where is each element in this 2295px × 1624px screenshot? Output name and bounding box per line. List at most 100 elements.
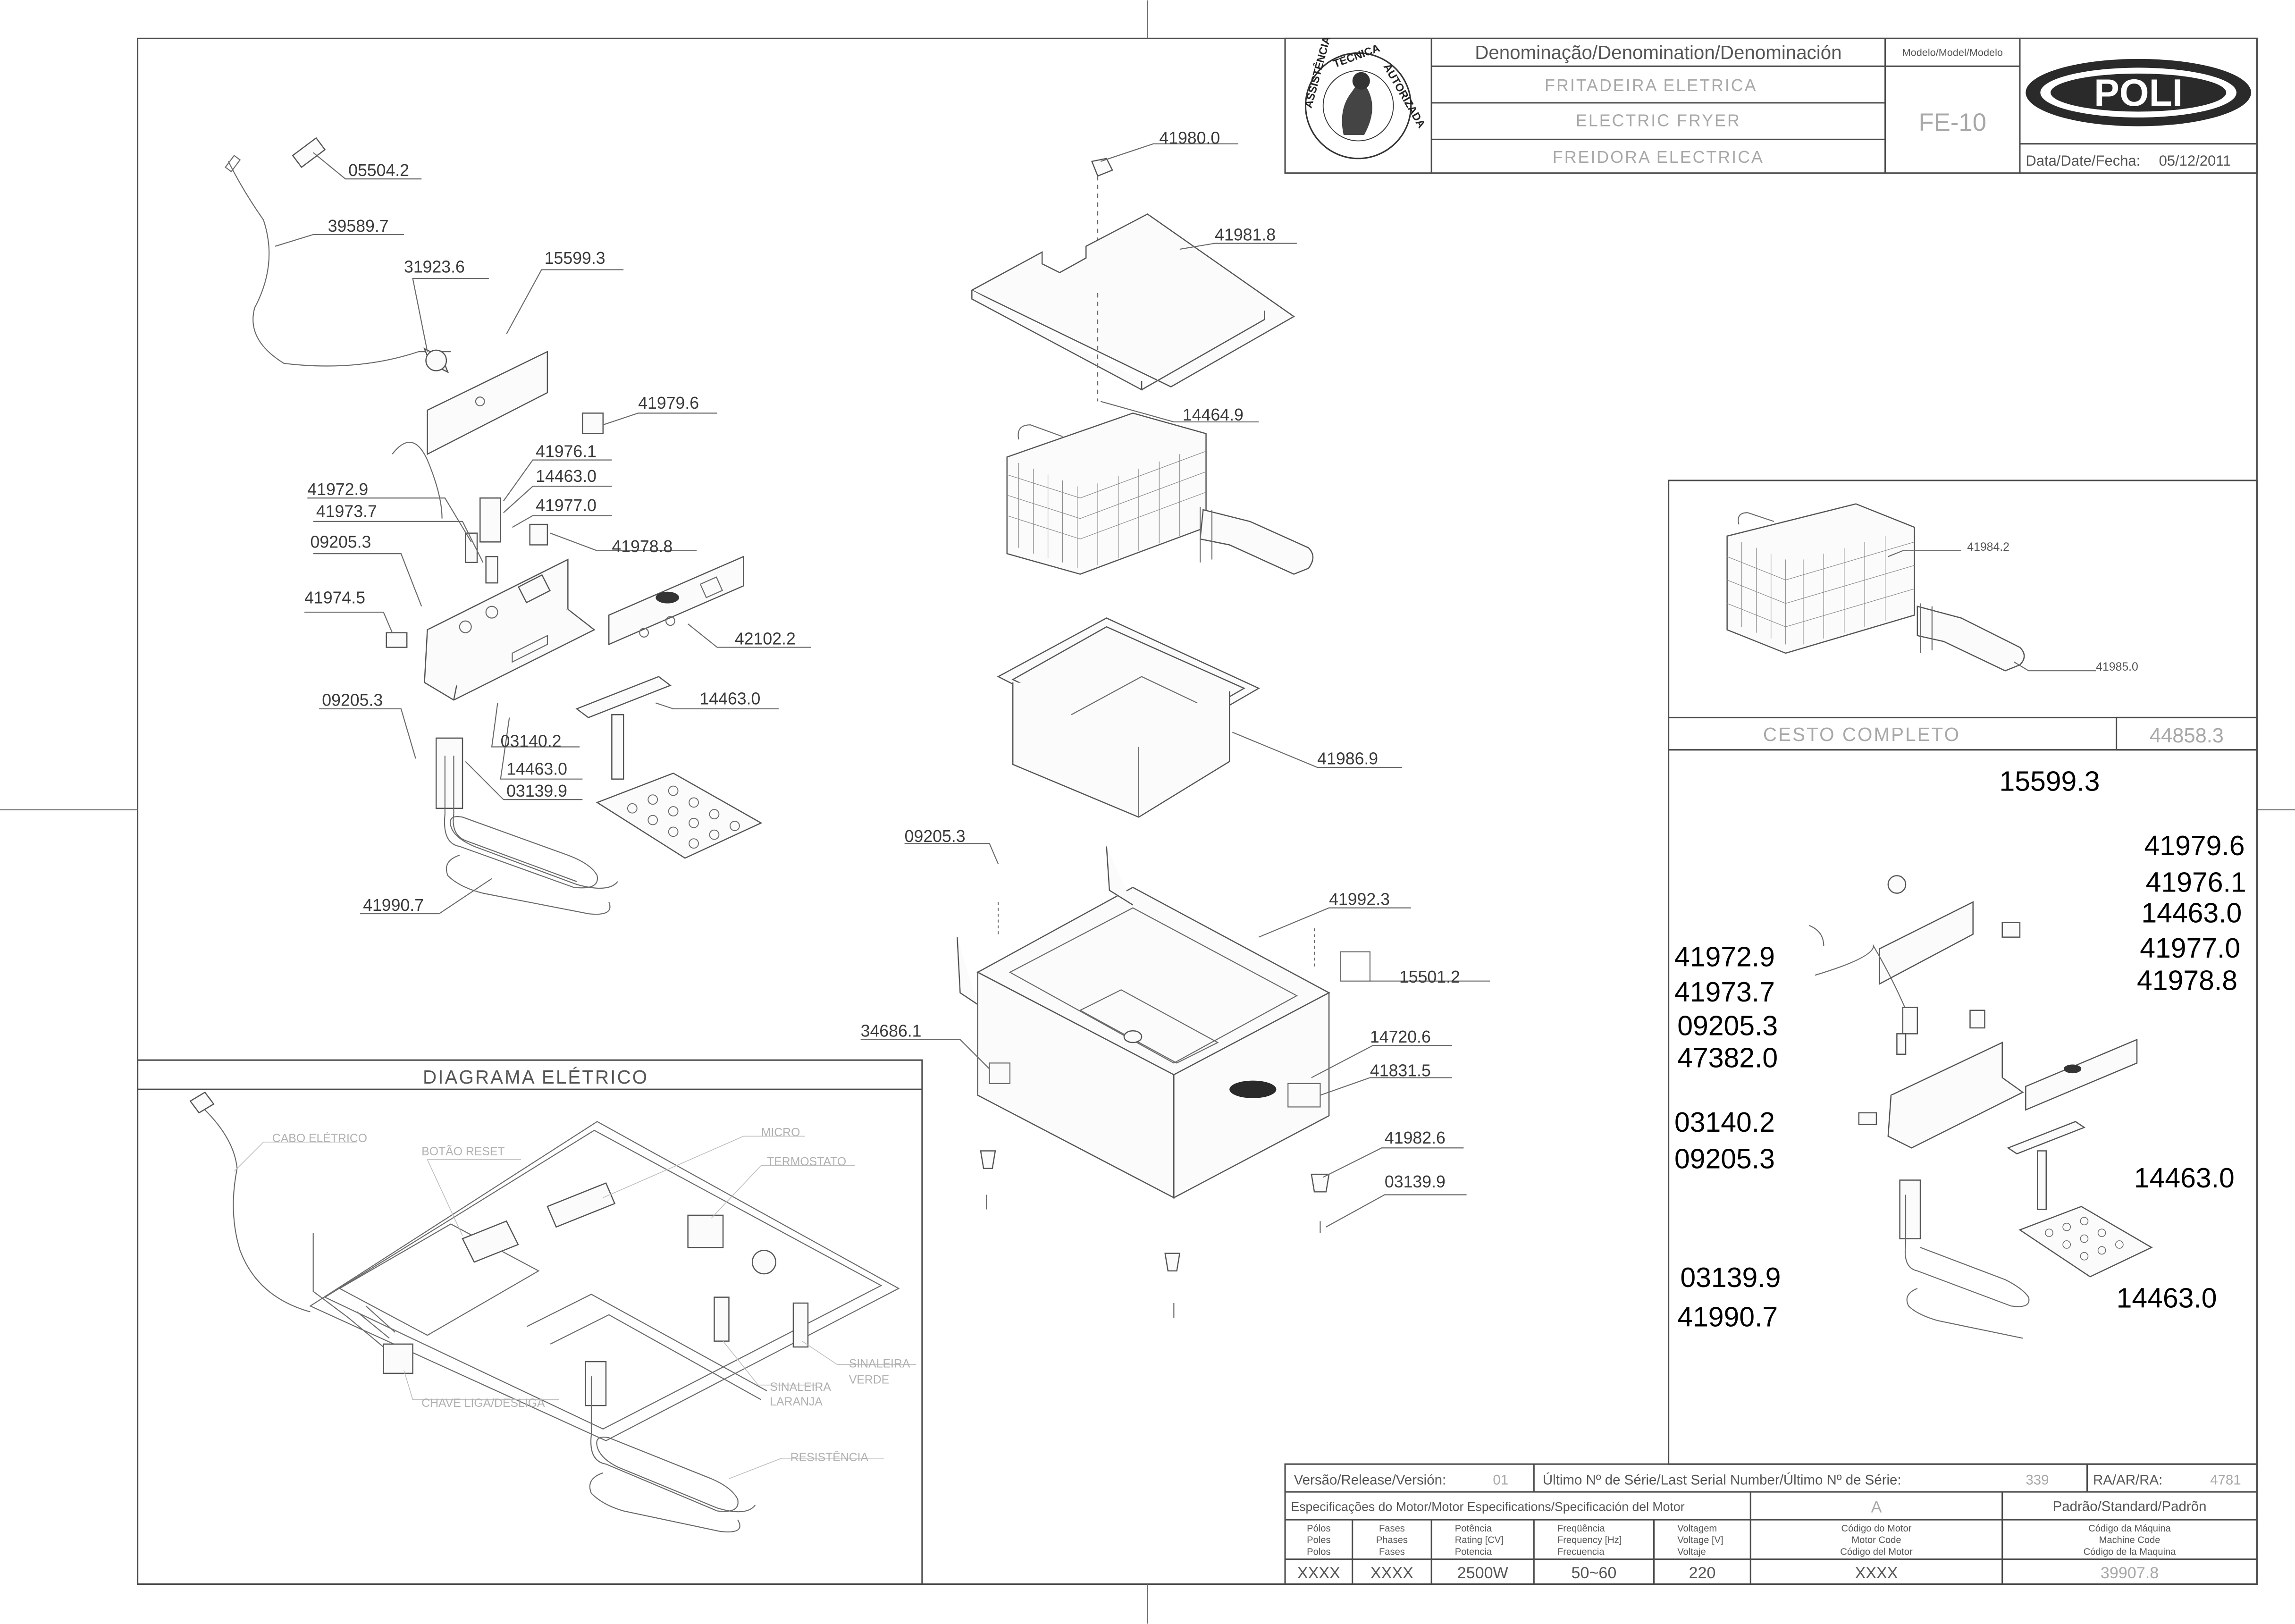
label-green-lamp-1: SINALEIRA bbox=[849, 1357, 910, 1370]
phases-value: XXXX bbox=[1370, 1564, 1413, 1582]
detail-label-14463-0-c: 14463.0 bbox=[2117, 1283, 2217, 1313]
motor-revision: A bbox=[1871, 1498, 1882, 1516]
part-label-41978-8: 41978.8 bbox=[612, 537, 673, 556]
ra-value: 4781 bbox=[2210, 1473, 2241, 1488]
cabinet-rear-flange bbox=[957, 937, 978, 1005]
volt-header-pt: Voltagem bbox=[1677, 1523, 1717, 1534]
basket-detail bbox=[1726, 503, 1915, 654]
brand-logo-text: POLI bbox=[2094, 72, 2183, 114]
green-lamp bbox=[792, 1302, 809, 1348]
ra-label: RA/AR/RA: bbox=[2093, 1473, 2162, 1488]
product-name-es: FREIDORA ELECTRICA bbox=[1553, 148, 1764, 167]
poles-header-pt: Pólos bbox=[1307, 1523, 1330, 1534]
basket-label-41984-2: 41984.2 bbox=[1967, 541, 2009, 554]
part-label-15501-2: 15501.2 bbox=[1399, 968, 1460, 986]
detail-label-41978-8: 41978.8 bbox=[2137, 965, 2237, 996]
orange-lamp bbox=[714, 1296, 730, 1342]
serial-value: 339 bbox=[2026, 1473, 2049, 1488]
part-label-15599-3: 15599.3 bbox=[545, 249, 605, 268]
plug-icon bbox=[189, 1091, 215, 1114]
part-label-14463-0-b: 14463.0 bbox=[699, 690, 760, 708]
model-value: FE-10 bbox=[1918, 109, 1986, 136]
part-label-41982-6: 41982.6 bbox=[1385, 1128, 1446, 1147]
voltage-value: 220 bbox=[1689, 1564, 1715, 1582]
part-label-41986-9: 41986.9 bbox=[1317, 749, 1378, 768]
part-label-41977-0: 41977.0 bbox=[536, 496, 597, 515]
element-support-top bbox=[575, 676, 672, 718]
machine-code-header-es: Código de la Maquina bbox=[2084, 1547, 2177, 1557]
basket-handle bbox=[1199, 509, 1314, 575]
thermostat-component bbox=[687, 1214, 724, 1248]
poles-value: XXXX bbox=[1297, 1564, 1340, 1582]
part-label-34686-1: 34686.1 bbox=[861, 1022, 922, 1041]
switch-bracket bbox=[427, 351, 548, 455]
detail-support-grid bbox=[2018, 1205, 2153, 1278]
product-name-en: ELECTRIC FRYER bbox=[1576, 111, 1741, 130]
detail-label-41973-7: 41973.7 bbox=[1674, 977, 1775, 1008]
cabinet-logo bbox=[1229, 1080, 1277, 1098]
machine-code-value: 39907.8 bbox=[2101, 1564, 2159, 1582]
part-label-42102-2: 42102.2 bbox=[735, 629, 796, 648]
part-label-09205-3-c: 09205.3 bbox=[905, 827, 966, 846]
serial-label: Último Nº de Série/Last Serial Number/Úl… bbox=[1543, 1473, 1901, 1488]
detail-label-15599-3: 15599.3 bbox=[2000, 766, 2100, 797]
heating-element bbox=[444, 756, 618, 889]
motor-code-header-en: Motor Code bbox=[1851, 1535, 1901, 1546]
detail-label-41972-9: 41972.9 bbox=[1674, 942, 1775, 973]
label-on-off-switch: CHAVE LIGA/DESLIGA bbox=[421, 1397, 545, 1410]
detail-label-47382-0: 47382.0 bbox=[1677, 1043, 1778, 1074]
element-support-grid bbox=[596, 772, 763, 859]
motor-code-header-pt: Código do Motor bbox=[1841, 1523, 1912, 1534]
part-label-41980-0: 41980.0 bbox=[1159, 129, 1220, 148]
detail-label-41990-7: 41990.7 bbox=[1677, 1302, 1778, 1333]
on-off-switch bbox=[383, 1343, 413, 1374]
cable-tag bbox=[292, 137, 326, 168]
machine-code-header-pt: Código da Máquina bbox=[2088, 1523, 2171, 1534]
poles-header-es: Polos bbox=[1307, 1547, 1330, 1557]
handle-detail bbox=[1917, 606, 2025, 672]
lid-knob bbox=[1091, 158, 1113, 177]
handle-label-41985-0: 41985.0 bbox=[2096, 661, 2138, 673]
product-name-pt: FRITADEIRA ELETRICA bbox=[1545, 76, 1757, 95]
date-label: Data/Date/Fecha: bbox=[2026, 152, 2140, 169]
label-orange-lamp-1: SINALEIRA bbox=[770, 1381, 831, 1394]
label-green-lamp-2: VERDE bbox=[849, 1374, 889, 1387]
part-label-41992-3: 41992.3 bbox=[1329, 890, 1390, 909]
part-label-14464-9: 14464.9 bbox=[1183, 405, 1244, 424]
reset-button-component bbox=[462, 1220, 519, 1263]
poles-header-en: Poles bbox=[1307, 1535, 1330, 1546]
part-label-31923-6: 31923.6 bbox=[404, 258, 465, 277]
detail-label-41979-6: 41979.6 bbox=[2144, 831, 2245, 861]
phases-header-en: Phases bbox=[1376, 1535, 1408, 1546]
freq-header-en: Frequency [Hz] bbox=[1557, 1535, 1622, 1546]
element-bracket bbox=[435, 737, 463, 809]
fryer-body-exploded: 41980.0 41981.8 14464.9 41986.9 09205.3 … bbox=[860, 129, 1490, 1318]
micro-switch-component bbox=[546, 1182, 616, 1228]
part-label-41831-5: 41831.5 bbox=[1370, 1061, 1431, 1080]
version-value: 01 bbox=[1493, 1473, 1508, 1488]
label-power-cable: CABO ELÉTRICO bbox=[272, 1132, 367, 1145]
part-label-39589-7: 39589.7 bbox=[328, 217, 389, 236]
model-header: Modelo/Model/Modelo bbox=[1902, 47, 2003, 59]
motor-code-value: XXXX bbox=[1855, 1564, 1898, 1582]
wiring-diagram: DIAGRAMA ELÉTRICO CABO ELÉTRICO bbox=[136, 1059, 923, 1585]
detail-label-14463-0-a: 14463.0 bbox=[2141, 898, 2242, 929]
part-label-03139-9-b: 03139.9 bbox=[1385, 1172, 1446, 1191]
phases-header-es: Fases bbox=[1379, 1547, 1405, 1557]
denomination-header: Denominação/Denomination/Denominación bbox=[1475, 42, 1841, 63]
version-label: Versão/Release/Versión: bbox=[1294, 1473, 1446, 1488]
thermostat-knob bbox=[751, 1250, 776, 1275]
date-value: 05/12/2011 bbox=[2159, 152, 2231, 169]
part-label-41974-5: 41974.5 bbox=[304, 589, 365, 607]
part-label-14463-0-c: 14463.0 bbox=[506, 759, 567, 778]
basket-panel-code: 44858.3 bbox=[2150, 724, 2224, 747]
part-label-41973-7: 41973.7 bbox=[316, 502, 377, 521]
part-label-41990-7: 41990.7 bbox=[363, 896, 424, 915]
machine-code-header-en: Machine Code bbox=[2099, 1535, 2160, 1546]
basket-panel-title: CESTO COMPLETO bbox=[1763, 724, 1960, 745]
motor-spec-label: Especificações do Motor/Motor Especifica… bbox=[1291, 1499, 1684, 1514]
cable-gland bbox=[425, 349, 447, 371]
label-micro: MICRO bbox=[761, 1126, 800, 1139]
power-header-en: Rating [CV] bbox=[1455, 1535, 1504, 1546]
detail-label-03139-9: 03139.9 bbox=[1680, 1262, 1781, 1293]
